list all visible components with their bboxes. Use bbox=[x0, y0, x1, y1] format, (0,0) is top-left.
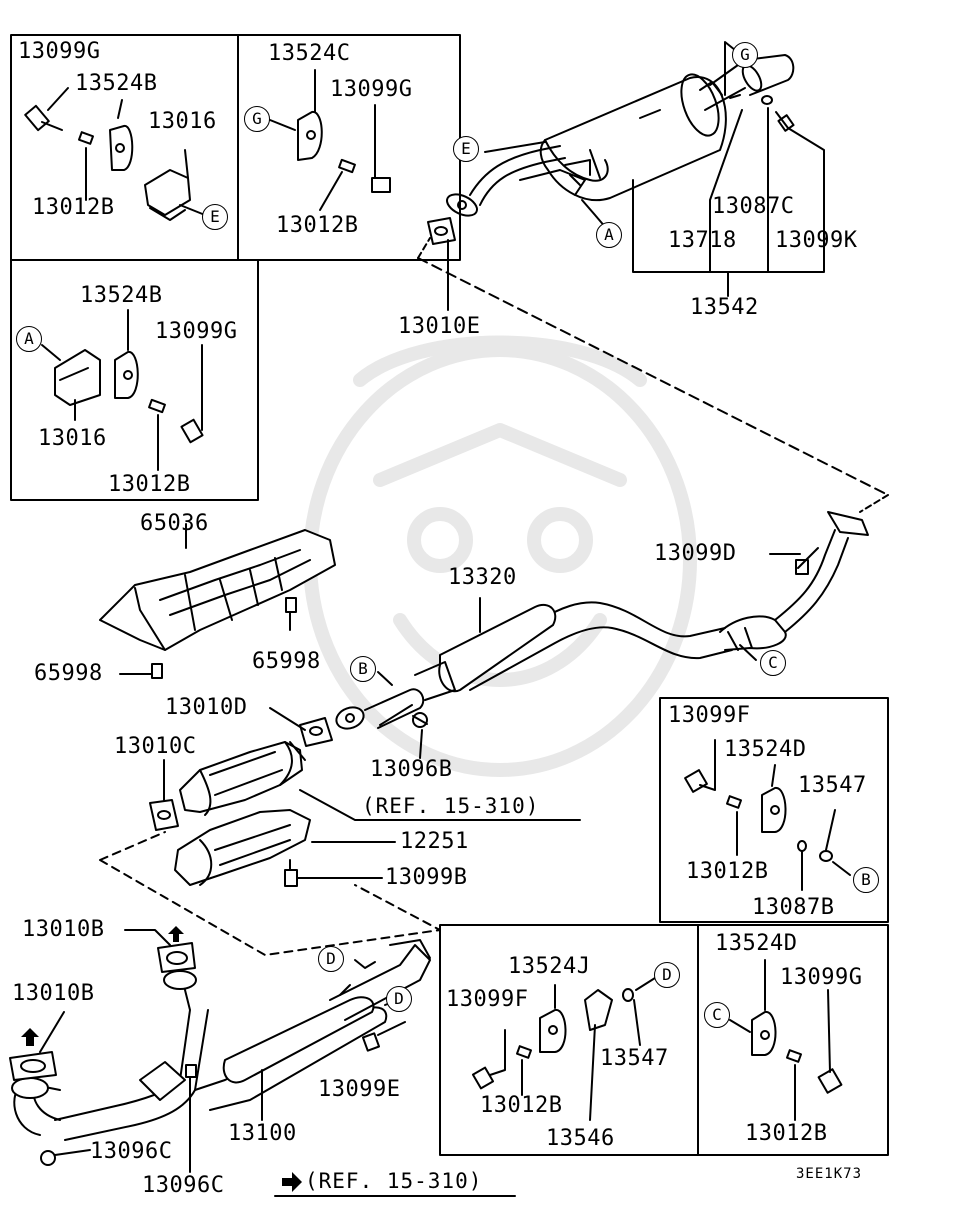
part-label-13016: 13016 bbox=[38, 426, 107, 451]
catalytic-converter-12251 bbox=[174, 741, 311, 886]
part-label-13099F: 13099F bbox=[446, 987, 529, 1012]
part-label-13010D: 13010D bbox=[165, 695, 248, 720]
dashed-connector-rear bbox=[417, 257, 889, 496]
arrow-up-icon-2 bbox=[21, 1028, 39, 1046]
callout-c: C bbox=[704, 1002, 730, 1028]
callout-c: C bbox=[760, 650, 786, 676]
part-label-65998: 65998 bbox=[252, 649, 321, 674]
part-label-13099E: 13099E bbox=[318, 1077, 401, 1102]
part-label-13010B: 13010B bbox=[22, 917, 105, 942]
part-label-13099F: 13099F bbox=[668, 703, 751, 728]
part-label-13096B: 13096B bbox=[370, 757, 453, 782]
part-label-13010B: 13010B bbox=[12, 981, 95, 1006]
callout-g: G bbox=[732, 42, 758, 68]
part-label-13012B: 13012B bbox=[745, 1121, 828, 1146]
callout-e: E bbox=[202, 204, 228, 230]
part-label-13087B: 13087B bbox=[752, 895, 835, 920]
reference-note-bottom: (REF. 15-310) bbox=[305, 1169, 483, 1193]
callout-g: G bbox=[244, 106, 270, 132]
callout-b: B bbox=[853, 867, 879, 893]
callout-d: D bbox=[318, 946, 344, 972]
part-label-13096C: 13096C bbox=[90, 1139, 173, 1164]
watermark-emblem bbox=[303, 335, 697, 777]
part-label-13099G: 13099G bbox=[780, 965, 863, 990]
part-label-13524C: 13524C bbox=[268, 41, 351, 66]
callout-e: E bbox=[453, 136, 479, 162]
part-label-13547: 13547 bbox=[798, 773, 867, 798]
part-label-13524B: 13524B bbox=[80, 283, 163, 308]
arrow-right-icon bbox=[282, 1172, 302, 1192]
part-label-13012B: 13012B bbox=[686, 859, 769, 884]
front-pipe-13100 bbox=[9, 929, 431, 1173]
part-label-13012B: 13012B bbox=[108, 472, 191, 497]
part-label-13524B: 13524B bbox=[75, 71, 158, 96]
part-label-13542: 13542 bbox=[690, 295, 759, 320]
reference-note: (REF. 15-310) bbox=[362, 794, 540, 818]
part-label-13547: 13547 bbox=[600, 1046, 669, 1071]
center-pipe-13320 bbox=[335, 511, 869, 730]
part-label-13099K: 13099K bbox=[775, 228, 858, 253]
callout-d: D bbox=[386, 986, 412, 1012]
part-label-13012B: 13012B bbox=[480, 1093, 563, 1118]
gasket-13010D bbox=[299, 717, 333, 747]
part-label-13100: 13100 bbox=[228, 1121, 297, 1146]
part-label-65998: 65998 bbox=[34, 661, 103, 686]
part-label-13010E: 13010E bbox=[398, 314, 481, 339]
part-label-13524J: 13524J bbox=[508, 954, 591, 979]
part-label-13087C: 13087C bbox=[712, 194, 795, 219]
part-label-13012B: 13012B bbox=[276, 213, 359, 238]
part-label-65036: 65036 bbox=[140, 511, 209, 536]
part-label-13320: 13320 bbox=[448, 565, 517, 590]
part-label-13524D: 13524D bbox=[715, 931, 798, 956]
part-label-13010C: 13010C bbox=[114, 734, 197, 759]
drawing-code: 3EE1K73 bbox=[796, 1166, 863, 1182]
part-label-13546: 13546 bbox=[546, 1126, 615, 1151]
part-label-13012B: 13012B bbox=[32, 195, 115, 220]
callout-a: A bbox=[16, 326, 42, 352]
gasket-13010E bbox=[427, 217, 456, 245]
dashed-outline bbox=[99, 831, 441, 956]
part-label-12251: 12251 bbox=[400, 829, 469, 854]
arrow-up-icon-1 bbox=[168, 926, 184, 942]
rear-muffler-13542 bbox=[446, 54, 795, 217]
part-label-13096C: 13096C bbox=[142, 1173, 225, 1198]
callout-b: B bbox=[350, 656, 376, 682]
part-label-13099B: 13099B bbox=[385, 865, 468, 890]
gasket-13010C bbox=[149, 799, 179, 831]
part-label-13099G: 13099G bbox=[330, 77, 413, 102]
part-label-13718: 13718 bbox=[668, 228, 737, 253]
part-label-13524D: 13524D bbox=[724, 737, 807, 762]
part-label-13099D: 13099D bbox=[654, 541, 737, 566]
part-label-13016: 13016 bbox=[148, 109, 217, 134]
callout-d: D bbox=[654, 962, 680, 988]
heat-protector-65036 bbox=[99, 523, 336, 651]
part-label-13099G: 13099G bbox=[155, 319, 238, 344]
callout-a: A bbox=[596, 222, 622, 248]
part-label-13099G: 13099G bbox=[18, 39, 101, 64]
